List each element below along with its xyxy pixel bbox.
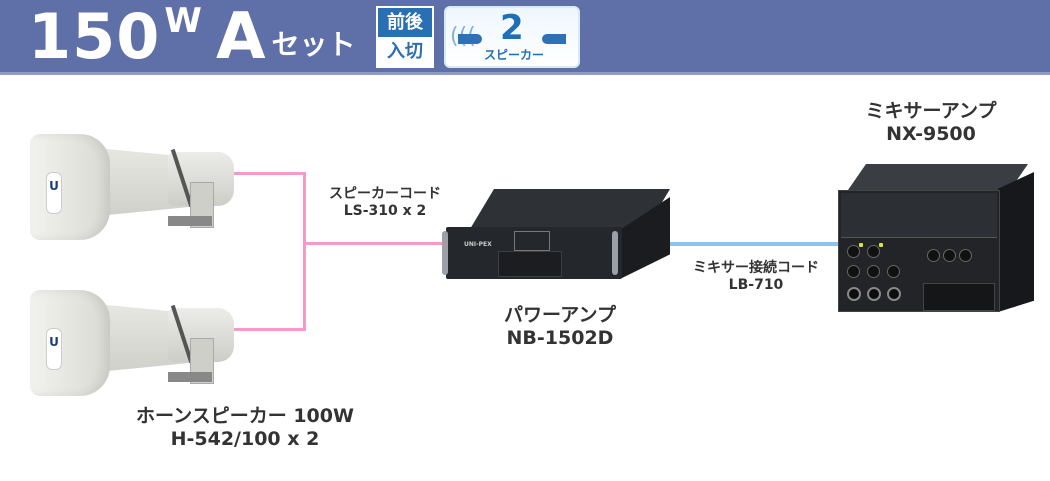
speaker-name: ホーンスピーカー 100W xyxy=(136,405,354,427)
mixer-amp-label: ミキサーアンプ NX-9500 xyxy=(836,100,1026,146)
mixer-display-panel xyxy=(923,283,995,311)
power-amp-model: NB-1502D xyxy=(506,327,614,349)
mixer-cable xyxy=(670,242,842,246)
power-unit: W xyxy=(164,1,202,41)
horn-speaker-1: U xyxy=(18,132,234,242)
speaker-label: ホーンスピーカー 100W H-542/100 x 2 xyxy=(100,405,390,451)
mixer-cable-name: ミキサー接続コード xyxy=(693,260,819,276)
input-jack-icon xyxy=(847,287,861,301)
mixer-amp-model: NX-9500 xyxy=(886,123,976,145)
horn-speaker-2: U xyxy=(18,288,234,398)
set-suffix: セット xyxy=(271,28,356,61)
speaker-cable-bottom-horizontal xyxy=(226,328,306,331)
speaker-cable-to-amp xyxy=(303,242,447,245)
mixer-knob-icon xyxy=(959,249,972,262)
amp-meter-panel xyxy=(514,231,550,251)
mixer-knob-icon xyxy=(887,265,900,278)
mixer-knob-icon xyxy=(847,265,860,278)
speaker-cable-name: スピーカーコード xyxy=(329,186,441,202)
front-back-switch-badge: 前後 入切 xyxy=(376,6,434,68)
mixer-cable-model: LB-710 xyxy=(728,277,784,293)
mixer-amp-image xyxy=(838,164,1038,314)
speaker-cable-vertical xyxy=(303,172,306,331)
mixer-knob-icon xyxy=(927,249,940,262)
mixer-knob-icon xyxy=(943,249,956,262)
input-jack-icon xyxy=(887,287,901,301)
power-number: 150 xyxy=(28,0,161,73)
input-jack-icon xyxy=(867,287,881,301)
speaker-model: H-542/100 x 2 xyxy=(170,428,320,450)
amp-brand-logo: UNI-PEX xyxy=(464,241,492,248)
horn-right-icon xyxy=(542,34,566,44)
speaker-count: 2 xyxy=(500,8,524,48)
speaker-cable-top-horizontal xyxy=(226,172,306,175)
mixer-amp-name: ミキサーアンプ xyxy=(865,100,997,122)
mixer-cable-label: ミキサー接続コード LB-710 xyxy=(676,260,836,294)
power-amp-image: UNI-PEX xyxy=(442,189,672,279)
power-amp-name: パワーアンプ xyxy=(504,304,616,326)
badge-front-back-top: 前後 xyxy=(378,8,432,37)
speaker-cable-model: LS-310 x 2 xyxy=(343,203,427,219)
speaker-logo-icon: U xyxy=(46,172,62,214)
badge-front-back-bottom: 入切 xyxy=(378,37,432,66)
speaker-logo-icon: U xyxy=(46,328,62,370)
mixer-knob-icon xyxy=(867,245,880,258)
set-letter: A xyxy=(215,0,266,74)
mixer-knob-icon xyxy=(867,265,880,278)
speaker-count-label: スピーカー xyxy=(484,48,545,62)
horn-left-icon xyxy=(458,34,482,44)
speaker-cable-label: スピーカーコード LS-310 x 2 xyxy=(310,186,460,220)
speaker-count-badge: ((( 2 スピーカー xyxy=(444,6,580,68)
mixer-knob-icon xyxy=(847,245,860,258)
power-amp-label: パワーアンプ NB-1502D xyxy=(470,304,650,350)
